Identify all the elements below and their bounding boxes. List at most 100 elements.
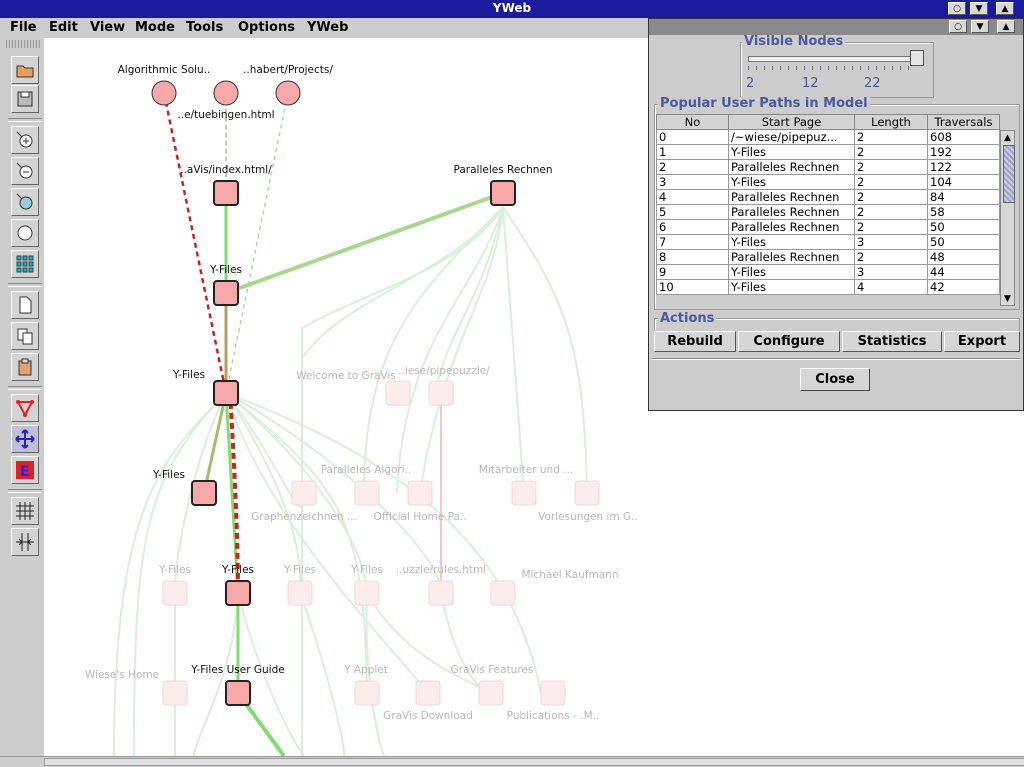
graph-node[interactable]	[354, 580, 380, 606]
menu-edit[interactable]: Edit	[49, 20, 78, 35]
node-label: Mitarbeiter und ...	[479, 464, 573, 476]
graph-edge	[133, 392, 227, 756]
graph-node[interactable]	[191, 480, 217, 506]
graph-node[interactable]	[213, 180, 239, 206]
statistics-button[interactable]: Statistics	[842, 331, 942, 352]
scroll-thumb[interactable]	[1003, 145, 1015, 203]
menu-mode[interactable]: Mode	[135, 20, 175, 35]
node-label: ..uzzle/rules.html	[396, 564, 486, 576]
toolbar-grip[interactable]	[6, 40, 40, 48]
grid-icon[interactable]	[11, 497, 39, 525]
graph-node[interactable]	[213, 380, 239, 406]
column-header[interactable]: Traversals	[927, 114, 1000, 130]
graph-edge	[363, 206, 504, 494]
restore-icon[interactable]: ▼	[970, 2, 988, 15]
graph-node[interactable]	[428, 580, 454, 606]
graph-node[interactable]	[354, 480, 380, 506]
graph-node[interactable]	[478, 680, 504, 706]
graph-node[interactable]	[162, 680, 188, 706]
minimize-icon[interactable]: ○	[948, 2, 966, 15]
graph-node[interactable]	[275, 80, 301, 106]
edit-mode-icon[interactable]	[11, 394, 39, 422]
graph-node[interactable]	[415, 680, 441, 706]
node-label: GraVis Features	[451, 664, 534, 676]
graph-node[interactable]	[490, 180, 516, 206]
table-scrollbar[interactable]: ▲ ▼	[1000, 130, 1015, 306]
table-cell: 2	[854, 174, 928, 190]
hierarchy-mode-icon[interactable]: E	[11, 456, 39, 484]
minimize-icon[interactable]: ○	[949, 20, 967, 33]
node-label: Michael Kaufmann	[521, 569, 618, 581]
export-button[interactable]: Export	[944, 331, 1020, 352]
maximize-icon[interactable]: ▲	[997, 20, 1015, 33]
paste-document-icon[interactable]	[11, 353, 39, 381]
column-header[interactable]: No	[656, 114, 729, 130]
move-mode-icon[interactable]	[11, 425, 39, 453]
save-icon[interactable]	[11, 85, 39, 113]
table-cell: 10	[656, 279, 729, 295]
graph-node[interactable]	[490, 580, 516, 606]
dialog-title-bar[interactable]: ○ ▼ ▲	[649, 19, 1023, 35]
zoom-area-icon[interactable]	[11, 219, 39, 247]
graph-node[interactable]	[354, 680, 380, 706]
graph-node[interactable]	[511, 480, 537, 506]
graph-node[interactable]	[574, 480, 600, 506]
horizontal-scrollbar[interactable]	[0, 756, 1024, 767]
graph-node[interactable]	[213, 280, 239, 306]
restore-icon[interactable]: ▼	[971, 20, 989, 33]
tick-label: 12	[802, 76, 819, 91]
scroll-down-icon[interactable]: ▼	[1004, 294, 1011, 304]
graph-view[interactable]: Algorithmic Solu....habert/Projects/..e/…	[44, 38, 1024, 756]
graph-node[interactable]	[287, 580, 313, 606]
scroll-thumb[interactable]	[44, 758, 1024, 766]
copy-document-icon[interactable]	[11, 322, 39, 350]
open-folder-icon[interactable]	[11, 56, 39, 84]
rebuild-button[interactable]: Rebuild	[654, 331, 736, 352]
menu-file[interactable]: File	[10, 20, 37, 35]
zoom-out-icon[interactable]	[11, 157, 39, 185]
window-title: YWeb	[492, 1, 532, 15]
graph-node[interactable]	[385, 380, 411, 406]
snap-lines-icon[interactable]	[11, 528, 39, 556]
table-cell: 2	[854, 249, 928, 265]
graph-node[interactable]	[540, 680, 566, 706]
menu-yweb[interactable]: YWeb	[307, 20, 349, 35]
slider-thumb[interactable]	[910, 50, 924, 66]
new-document-icon[interactable]	[11, 291, 39, 319]
column-header[interactable]: Length	[854, 114, 928, 130]
graph-node[interactable]	[291, 480, 317, 506]
graph-node[interactable]	[225, 680, 251, 706]
grid-layout-icon[interactable]	[11, 250, 39, 278]
graph-node[interactable]	[407, 480, 433, 506]
menu-tools[interactable]: Tools	[186, 20, 224, 35]
graph-node[interactable]	[213, 80, 239, 106]
graph-node[interactable]	[162, 580, 188, 606]
menu-options[interactable]: Options	[238, 20, 295, 35]
zoom-fit-icon[interactable]	[11, 188, 39, 216]
zoom-in-icon[interactable]	[11, 126, 39, 154]
node-label: Official Home Pa..	[373, 511, 466, 523]
menu-view[interactable]: View	[90, 20, 126, 35]
visible-nodes-slider[interactable]	[748, 56, 918, 62]
table-cell: 104	[927, 174, 1000, 190]
maximize-icon[interactable]: ▲	[996, 2, 1014, 15]
graph-node[interactable]	[225, 580, 251, 606]
close-button[interactable]: Close	[800, 368, 870, 391]
graph-node[interactable]	[151, 80, 177, 106]
configure-button[interactable]: Configure	[738, 331, 840, 352]
column-header[interactable]: Start Page	[728, 114, 855, 130]
graph-node[interactable]	[428, 380, 454, 406]
scroll-up-icon[interactable]: ▲	[1004, 133, 1011, 143]
